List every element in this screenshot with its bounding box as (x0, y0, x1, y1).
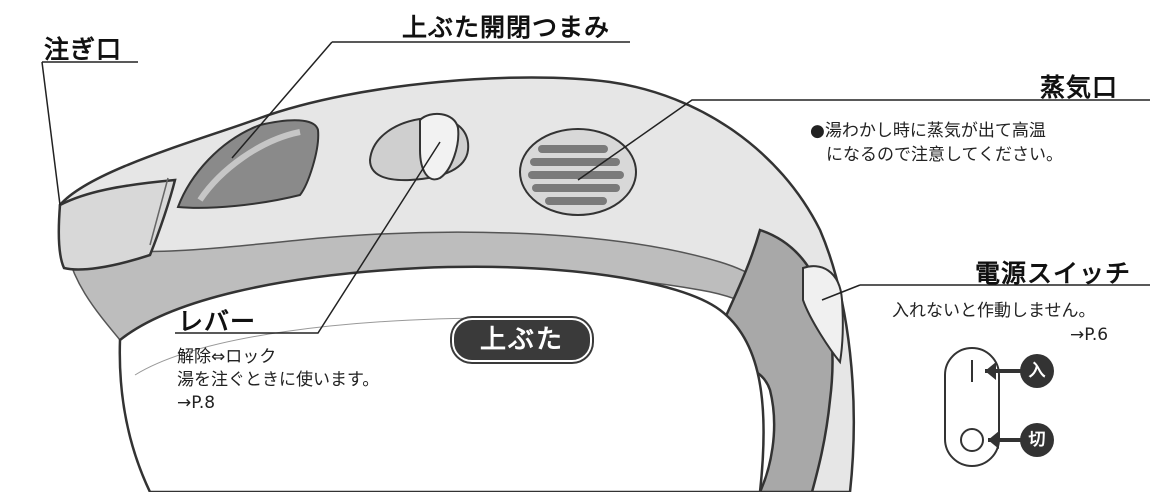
power-note: 入れないと作動しません。 (892, 301, 1096, 321)
switch-off-tag: 切 (1020, 423, 1054, 457)
lid-knob-leader (231, 41, 630, 159)
lever-label: レバー (178, 307, 257, 336)
spout (57, 178, 177, 271)
power-leader (821, 284, 1150, 301)
kettle-lid (118, 265, 765, 492)
switch-panel (944, 347, 1000, 467)
lever-note-line2: 湯を注ぐときに使います。 (177, 370, 380, 390)
spout-label: 注ぎ口 (44, 35, 123, 64)
lid-knob-label: 上ぶた開閉つまみ (402, 13, 611, 42)
power-switch-label: 電源スイッチ (975, 259, 1132, 288)
steam-note-line2: になるので注意してください。 (826, 145, 1063, 165)
lever (419, 112, 460, 181)
switch-on-tag: 入 (1020, 354, 1054, 388)
lever-ref: →P.8 (177, 393, 216, 413)
power-switch-knob (802, 265, 844, 365)
power-ref: →P.6 (1070, 325, 1109, 345)
lever-leader (175, 141, 441, 334)
steam-leader (577, 99, 1150, 181)
steam-vent-label: 蒸気口 (1040, 73, 1119, 102)
steam-vent (519, 128, 637, 216)
spout-leader (41, 61, 138, 206)
steam-note-line1: ●湯わかし時に蒸気が出て高温 (810, 121, 1046, 141)
lid-badge: 上ぶた (452, 318, 592, 362)
lever-note-line1: 解除⇔ロック (177, 347, 277, 367)
